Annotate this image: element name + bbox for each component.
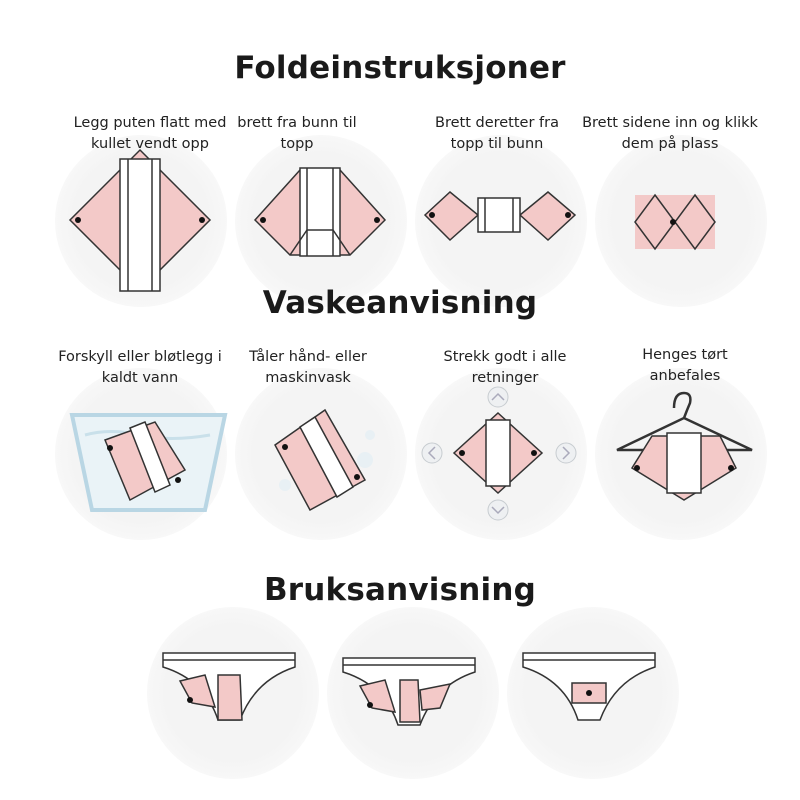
folding-title: Foldeinstruksjoner <box>234 50 566 86</box>
pad-fold-up-illustration <box>253 167 387 257</box>
step-caption: Forskyll eller bløtlegg i kaldt vann <box>58 349 222 386</box>
underwear-step-3-illustration <box>522 652 656 721</box>
underwear-step-2-illustration <box>342 657 476 726</box>
basin-soak-illustration <box>69 413 228 512</box>
pad-hanging-illustration <box>616 391 753 501</box>
usage-title: Bruksanvisning <box>263 572 537 608</box>
pad-washing-illustration <box>274 408 375 512</box>
step-caption: brett fra bunn til topp <box>237 115 357 152</box>
step-caption: Brett deretter fra topp til bunn <box>435 115 559 152</box>
step-caption: Legg puten flatt med kullet vendt opp <box>73 115 227 152</box>
step-caption: Henges tørt anbefales <box>642 347 728 384</box>
step-caption: Brett sidene inn og klikk dem på plass <box>582 115 758 152</box>
pad-stretch-illustration <box>421 386 577 521</box>
step-caption: Strekk godt i alle retninger <box>443 349 567 386</box>
washing-title: Vaskeanvisning <box>262 285 538 321</box>
pad-fold-down-illustration <box>423 191 577 242</box>
pad-snapped-illustration <box>634 193 716 251</box>
pad-flat-illustration <box>68 148 212 292</box>
underwear-step-1-illustration <box>162 652 296 721</box>
step-caption: Tåler hånd- eller maskinvask <box>249 349 367 386</box>
